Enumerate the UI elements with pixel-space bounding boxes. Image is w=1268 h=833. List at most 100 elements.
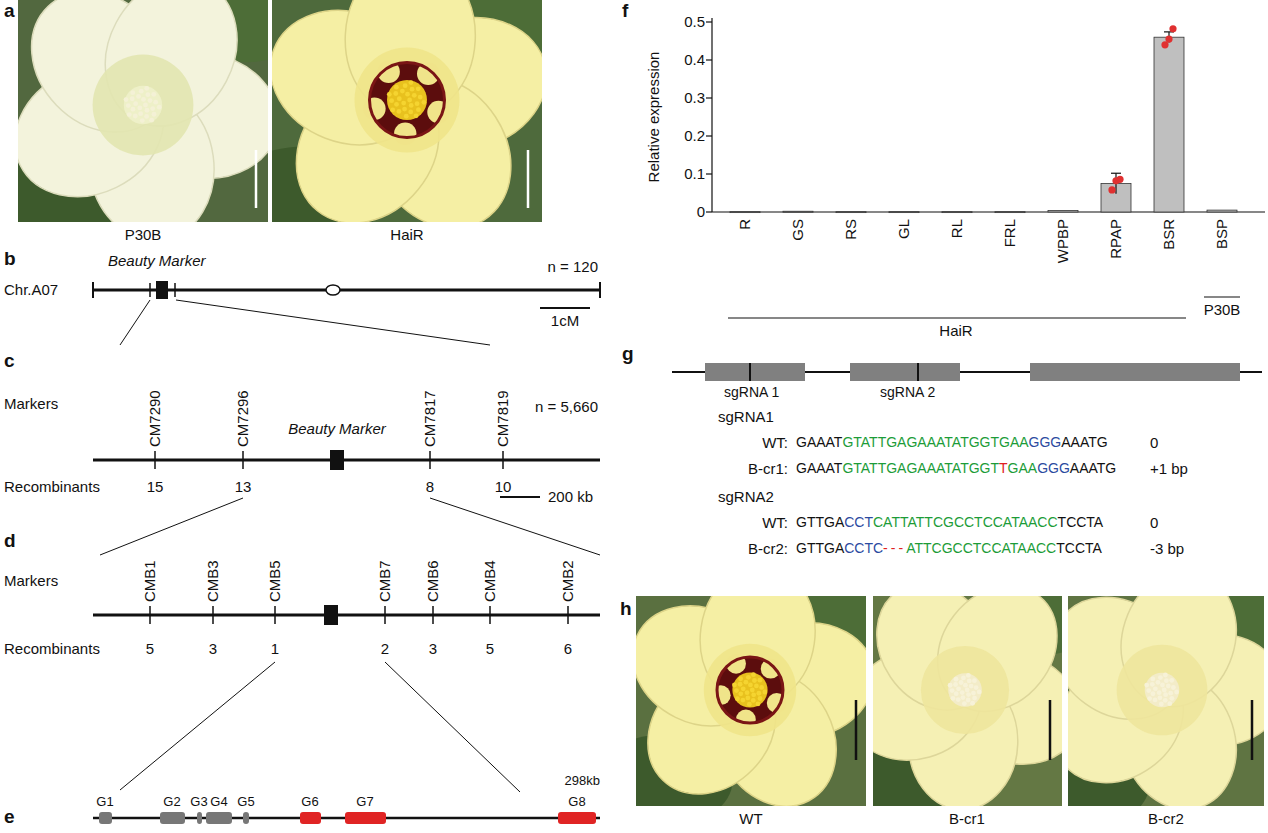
stamen — [138, 111, 143, 116]
stamen — [1147, 696, 1152, 701]
stamen — [409, 80, 414, 85]
stamen — [141, 97, 146, 102]
sequence: GTTGA — [796, 514, 844, 530]
stamen — [151, 92, 156, 97]
stamen — [126, 103, 131, 108]
category-label: GS — [789, 219, 806, 241]
marker-tick — [429, 451, 431, 469]
stamen — [758, 696, 763, 701]
stamen — [757, 678, 762, 683]
stamen — [756, 691, 761, 696]
gene — [160, 812, 185, 824]
sample-name: HaiR — [390, 226, 423, 243]
sequence: TCCTA — [1058, 514, 1104, 530]
marker-tick — [154, 451, 156, 469]
stamen — [401, 101, 406, 106]
zoom-line — [120, 300, 150, 345]
marker-name: CMB7 — [376, 560, 393, 602]
data-point — [1116, 176, 1123, 183]
sgrna-label: sgRNA1 — [718, 408, 774, 425]
stamen — [394, 102, 399, 107]
stamen — [735, 696, 740, 701]
gene — [99, 812, 112, 824]
genotype-label: WT: — [762, 514, 788, 531]
stamen — [409, 103, 414, 108]
row-title: Recombinants — [4, 478, 100, 495]
gene-name: G2 — [163, 795, 180, 810]
recombinant-count: 13 — [235, 478, 252, 495]
stamen — [137, 106, 142, 111]
marker-name: CMB4 — [481, 560, 498, 602]
sequence: AAATG — [1061, 434, 1107, 450]
marker-name: CMB2 — [559, 560, 576, 602]
sequence: GTTGA — [796, 540, 844, 556]
centromere — [326, 285, 340, 295]
group-label: P30B — [1204, 301, 1241, 318]
stamen — [1146, 688, 1151, 693]
stamen-column — [1145, 673, 1180, 708]
stamen — [416, 107, 421, 112]
gene-name: G4 — [210, 795, 227, 810]
recombinant-count: 5 — [146, 640, 154, 657]
genotype-label: WT — [739, 810, 762, 827]
marker-tick — [149, 283, 151, 297]
stamen — [412, 93, 417, 98]
stamen — [140, 118, 145, 123]
gene — [243, 812, 249, 824]
genotype-label: WT: — [762, 434, 788, 451]
stamen — [145, 92, 150, 97]
stamen — [750, 688, 755, 693]
stamen — [1150, 682, 1155, 687]
gene — [300, 812, 321, 824]
category-label: BSR — [1160, 219, 1177, 250]
recombinant-count: 15 — [147, 478, 164, 495]
stamen — [734, 688, 739, 693]
marker-tick — [502, 451, 504, 469]
gene — [206, 812, 232, 824]
stamen — [1163, 673, 1168, 678]
bar — [942, 212, 972, 213]
flower-photo — [636, 596, 866, 806]
stamen — [738, 676, 743, 681]
tick-label: 0.4 — [684, 51, 705, 68]
stamen — [969, 684, 974, 689]
sequence: AAATG — [1070, 460, 1116, 476]
sequence: T — [999, 460, 1008, 476]
bar — [1207, 210, 1237, 212]
petal-base — [921, 646, 1009, 734]
panel-letter: g — [622, 343, 634, 365]
stamen — [387, 92, 392, 97]
stamen — [1167, 701, 1172, 706]
stamen — [759, 685, 764, 690]
recombinant-count: 8 — [426, 478, 434, 495]
group-label: HaiR — [939, 322, 972, 339]
category-label: RL — [948, 219, 965, 238]
gene-name: G6 — [301, 795, 318, 810]
stamen — [400, 89, 405, 94]
sequence: --- — [883, 540, 906, 556]
stamen — [124, 97, 129, 102]
data-point — [1169, 25, 1176, 32]
stamen — [131, 107, 136, 112]
exon — [705, 363, 805, 381]
chromosome-name: Chr.A07 — [4, 281, 58, 298]
chromosome-end — [92, 282, 94, 298]
stamen — [397, 96, 402, 101]
stamen — [953, 682, 958, 687]
stamen — [741, 698, 746, 703]
marker-tick — [432, 606, 434, 624]
sequence: GTATTGAGAAATATGGTGAA — [842, 434, 1028, 450]
tick-label: 0.2 — [684, 127, 705, 144]
petal-gap — [761, 659, 781, 679]
marker-name: CMB6 — [424, 560, 441, 602]
category-label: RPAP — [1107, 219, 1124, 259]
stamen — [954, 677, 959, 682]
bar — [1048, 210, 1078, 212]
stamen — [397, 109, 402, 114]
axis-tick — [706, 21, 712, 22]
stamen — [970, 701, 975, 706]
tick-label: 0 — [697, 203, 705, 220]
gene-locus — [324, 605, 338, 625]
stamen — [415, 101, 420, 106]
edit-size: -3 bp — [1150, 540, 1184, 557]
